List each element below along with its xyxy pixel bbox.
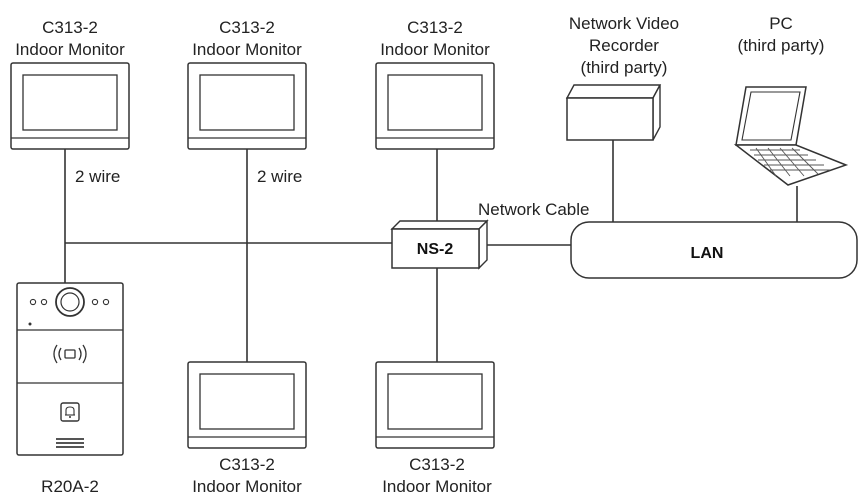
indoor-monitor-1 [10, 62, 130, 150]
rfid-icon [53, 344, 87, 364]
door-station-label: R20A-2 [41, 477, 99, 496]
indicator-light-icon [29, 298, 37, 306]
monitor-4-role: Indoor Monitor [192, 477, 302, 496]
connection-wires [64, 140, 798, 362]
lan-cloud [570, 221, 858, 279]
monitor-1-role: Indoor Monitor [15, 40, 125, 59]
call-button[interactable] [60, 402, 80, 422]
laptop-icon [733, 86, 849, 186]
ns2-switch [390, 219, 489, 270]
nvr-label-line2: Recorder [589, 36, 659, 55]
nvr-label-line1: Network Video [569, 14, 679, 33]
microphone-icon [28, 322, 32, 326]
wire-label-2: 2 wire [257, 167, 302, 186]
monitor-2-model: C313-2 [219, 18, 275, 37]
speaker-grille-icon [56, 438, 84, 448]
indicator-light-icon [91, 298, 99, 306]
monitor-3-role: Indoor Monitor [380, 40, 490, 59]
lan-label: LAN [691, 245, 724, 262]
door-station [16, 282, 124, 456]
indicator-light-icon [40, 298, 48, 306]
monitor-1-model: C313-2 [42, 18, 98, 37]
network-cable-label: Network Cable [478, 200, 590, 219]
monitor-2-role: Indoor Monitor [192, 40, 302, 59]
nvr-device [565, 84, 662, 141]
bell-icon [65, 406, 75, 416]
monitor-5-role: Indoor Monitor [382, 477, 492, 496]
monitor-5-model: C313-2 [409, 455, 465, 474]
pc-label-line2: (third party) [738, 36, 825, 55]
monitor-4-model: C313-2 [219, 455, 275, 474]
wire-label-1: 2 wire [75, 167, 120, 186]
indoor-monitor-3 [375, 62, 495, 150]
indoor-monitor-2 [187, 62, 307, 150]
nvr-label-line3: (third party) [581, 58, 668, 77]
monitor-3-model: C313-2 [407, 18, 463, 37]
switch-label: NS-2 [417, 241, 454, 258]
indicator-light-icon [102, 298, 110, 306]
pc-label-line1: PC [769, 14, 793, 33]
indoor-monitor-4 [187, 361, 307, 449]
indoor-monitor-5 [375, 361, 495, 449]
camera-icon [55, 287, 85, 317]
